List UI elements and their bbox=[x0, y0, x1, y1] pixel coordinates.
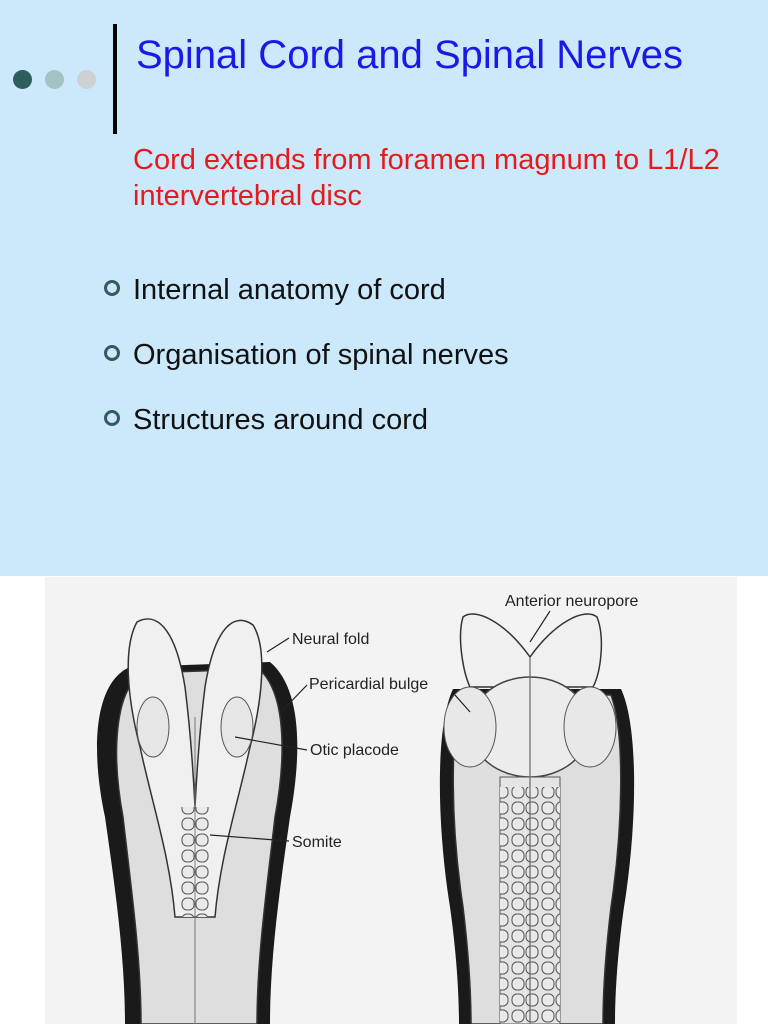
label-anterior-neuropore: Anterior neuropore bbox=[505, 593, 639, 610]
label-otic-placode: Otic placode bbox=[310, 742, 399, 759]
bullet-text: Structures around cord bbox=[133, 404, 428, 436]
slide-subtitle: Cord extends from foramen magnum to L1/L… bbox=[133, 144, 720, 212]
right-embryo bbox=[439, 613, 635, 1024]
leader-lines bbox=[209, 610, 551, 842]
embryo-drawing: Neural fold Pericardial bulge Otic placo… bbox=[97, 593, 639, 1024]
dot-mid bbox=[45, 70, 64, 89]
bullet-ring-icon bbox=[104, 410, 120, 426]
bullet-ring-icon bbox=[104, 280, 120, 296]
bullet-ring-icon bbox=[104, 345, 120, 361]
left-embryo bbox=[97, 618, 298, 1024]
bullet-text: Organisation of spinal nerves bbox=[133, 339, 509, 371]
slide: Spinal Cord and Spinal Nerves Cord exten… bbox=[0, 0, 768, 576]
label-pericardial-bulge: Pericardial bulge bbox=[309, 676, 428, 693]
label-neural-fold: Neural fold bbox=[292, 631, 369, 648]
title-divider bbox=[113, 24, 117, 134]
slide-title: Spinal Cord and Spinal Nerves bbox=[136, 33, 683, 77]
embryo-illustration: Neural fold Pericardial bulge Otic placo… bbox=[45, 577, 737, 1024]
dot-dark bbox=[13, 70, 32, 89]
dot-light bbox=[77, 70, 96, 89]
bullet-text: Internal anatomy of cord bbox=[133, 274, 446, 306]
label-somite: Somite bbox=[292, 834, 342, 851]
